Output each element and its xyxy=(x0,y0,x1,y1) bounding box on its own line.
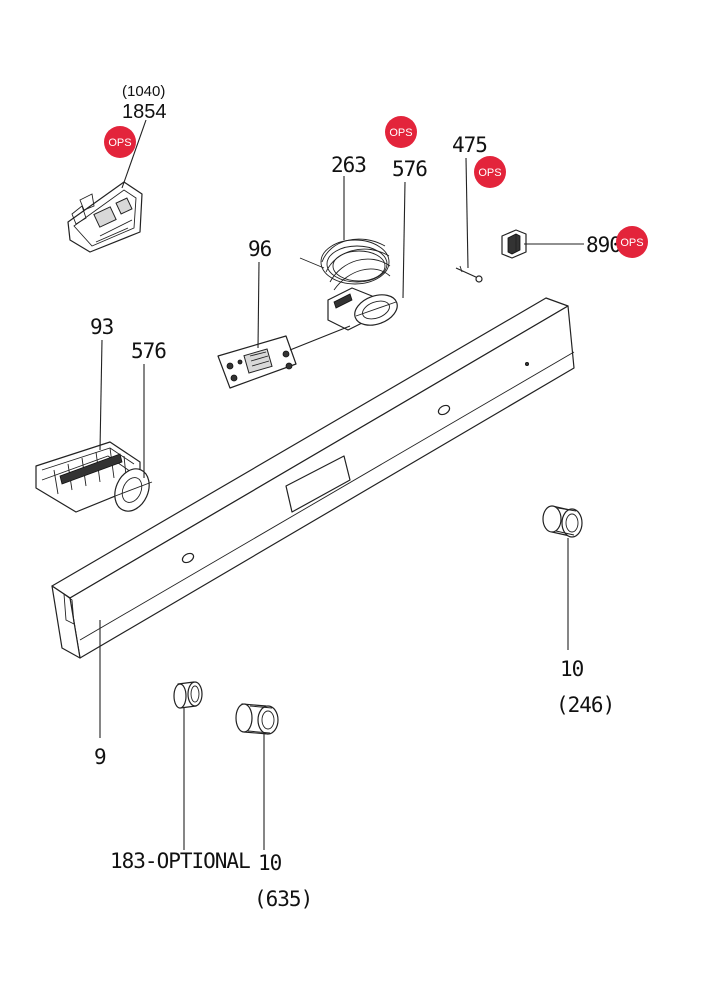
label-183-optional: 183-OPTIONAL xyxy=(110,849,250,873)
rotary-shaft-576-left[interactable] xyxy=(108,463,155,516)
leader-96-to-576 xyxy=(289,325,351,351)
label-475: 475 xyxy=(452,133,487,157)
knob-right-10[interactable] xyxy=(542,505,583,538)
leader-576-top xyxy=(402,181,406,299)
label-576-left: 576 xyxy=(131,339,166,363)
label-635: (635) xyxy=(254,887,312,911)
ops-badge-475: OPS xyxy=(474,156,506,188)
leader-93 xyxy=(99,339,103,451)
label-246: (246) xyxy=(556,693,614,717)
svg-text:OPS: OPS xyxy=(389,127,412,139)
svg-text:OPS: OPS xyxy=(478,167,501,179)
rotary-switch-576-top[interactable] xyxy=(327,287,401,331)
label-1040: (1040) xyxy=(122,83,165,100)
leader-96 xyxy=(257,261,260,349)
pcb-96[interactable] xyxy=(217,335,297,389)
label-576-top: 576 xyxy=(392,157,427,181)
label-10-bottom: 10 xyxy=(258,851,282,875)
ops-badge-576: OPS xyxy=(385,116,417,148)
wire-harness-263[interactable] xyxy=(299,238,391,291)
bezel-183[interactable] xyxy=(173,681,203,709)
switch-890[interactable] xyxy=(501,229,527,259)
label-1854: 1854 xyxy=(122,101,167,123)
svg-text:OPS: OPS xyxy=(620,237,643,249)
leader-475 xyxy=(465,157,469,269)
label-96: 96 xyxy=(248,237,272,261)
terminal-screw-475[interactable] xyxy=(455,265,483,283)
ops-badge-890: OPS xyxy=(616,226,648,258)
ops-badge-1854: OPS xyxy=(104,126,136,158)
svg-text:OPS: OPS xyxy=(108,137,131,149)
label-10-right: 10 xyxy=(560,657,584,681)
label-263: 263 xyxy=(331,153,366,177)
control-board-1854[interactable] xyxy=(67,181,143,253)
control-panel-9[interactable] xyxy=(51,297,575,659)
label-890: 890 xyxy=(586,233,621,257)
knob-bottom-10[interactable] xyxy=(235,703,279,735)
label-93: 93 xyxy=(90,315,114,339)
leader-1854 xyxy=(121,119,147,189)
label-9: 9 xyxy=(94,745,106,769)
selector-switch-93[interactable] xyxy=(35,441,141,513)
